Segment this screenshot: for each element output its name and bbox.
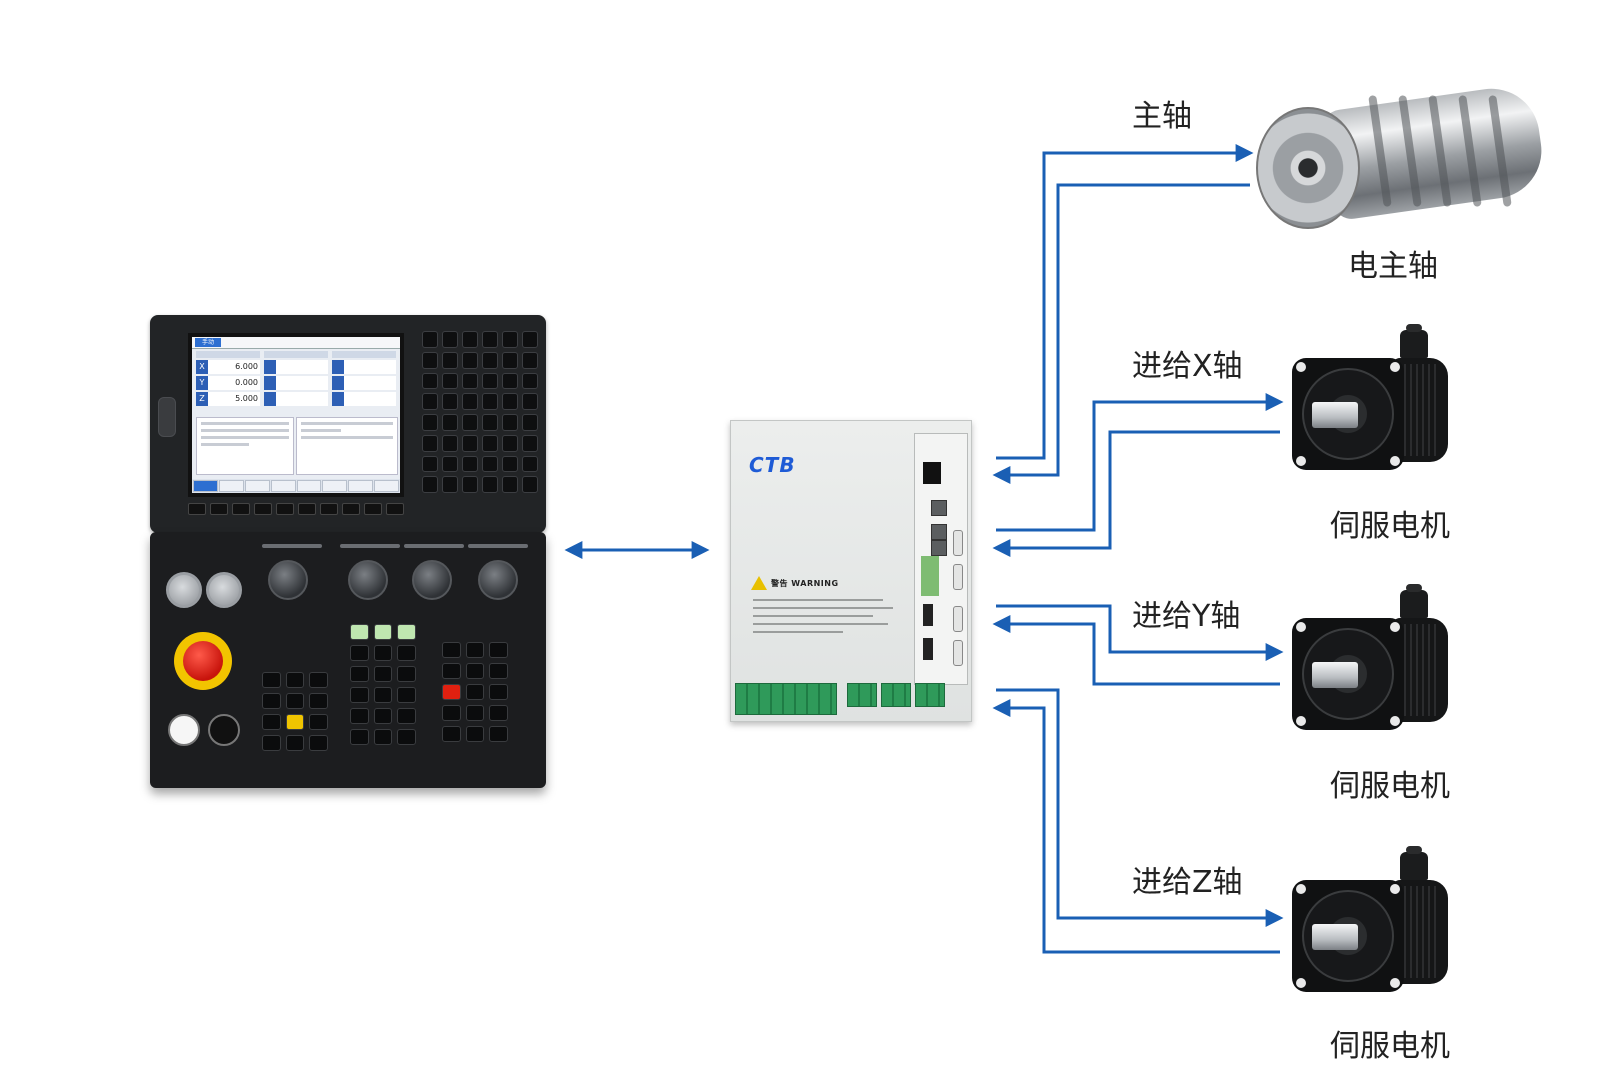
drive-status-display	[923, 462, 941, 484]
screen-softkeys	[192, 479, 400, 493]
warning-icon	[751, 576, 767, 590]
screen-mode: 手动	[195, 338, 221, 347]
label-servo-z: 伺服电机	[1330, 1029, 1450, 1064]
servo-motor-z-image	[1292, 846, 1462, 1002]
cnc-operator-panel	[150, 532, 546, 788]
z-wire-in	[992, 699, 1280, 954]
power-on-button	[166, 572, 202, 608]
panel-handle	[158, 397, 176, 437]
servo-motor-x-image	[1292, 324, 1462, 480]
axis-row-x: X 6.000	[196, 360, 260, 374]
ethernet-port	[931, 524, 947, 540]
label-servo-x: 伺服电机	[1330, 509, 1450, 544]
screen-axis-column-3	[332, 351, 396, 406]
y-wire-in	[992, 615, 1280, 686]
jog-keys	[262, 672, 328, 751]
label-servo-y: 伺服电机	[1330, 769, 1450, 804]
screen-axis-column: X 6.000 Y 0.000 Z 5.000	[196, 351, 260, 406]
rapid-override-knob	[412, 560, 452, 600]
axis-row-z: Z 5.000	[196, 392, 260, 406]
z-wire-out	[996, 688, 1284, 927]
status-panel	[296, 417, 398, 475]
function-keys-right	[442, 642, 508, 742]
label-spindle-axis: 主轴	[1132, 99, 1192, 134]
program-panel	[196, 417, 294, 475]
feedrate-override-knob	[348, 560, 388, 600]
emergency-stop-button	[174, 632, 232, 690]
cycle-stop-button	[208, 714, 240, 746]
signal-terminal	[921, 556, 939, 596]
label-feed-z: 进给Z轴	[1132, 865, 1243, 900]
axis-row-y: Y 0.000	[196, 376, 260, 390]
drive-io-panel	[914, 433, 968, 685]
ctb-servo-drive: CTB 警告 WARNING	[730, 420, 972, 722]
servo-motor-y-image	[1292, 584, 1462, 740]
x-wire-in	[992, 430, 1280, 557]
alphanumeric-keypad	[422, 331, 538, 493]
label-feed-y: 进给Y轴	[1132, 599, 1241, 634]
spindle-override-knob	[478, 560, 518, 600]
spindle-wire-in	[992, 183, 1250, 484]
drive-brand-logo: CTB	[749, 453, 796, 477]
terminal-block	[915, 683, 945, 707]
screen-axis-column-2	[264, 351, 328, 406]
power-terminal-block	[735, 683, 837, 715]
power-off-button	[206, 572, 242, 608]
screen-header: 手动	[192, 337, 400, 349]
y-wire-out	[996, 604, 1284, 661]
electric-spindle-image	[1256, 82, 1548, 235]
ethernet-port	[931, 500, 947, 516]
function-keys-left	[350, 624, 416, 745]
cnc-controller-display: 手动 X 6.000 Y 0.000 Z 5.000	[150, 315, 546, 533]
mode-knob	[268, 560, 308, 600]
x-wire-out	[996, 393, 1284, 532]
controller-screen: 手动 X 6.000 Y 0.000 Z 5.000	[188, 333, 404, 497]
drive-warning-label: 警告 WARNING	[771, 579, 839, 588]
label-electric-spindle: 电主轴	[1348, 249, 1438, 284]
terminal-block	[881, 683, 911, 707]
label-feed-x: 进给X轴	[1132, 349, 1243, 384]
spindle-wire-out	[996, 144, 1254, 460]
terminal-block	[847, 683, 877, 707]
ethernet-port	[931, 540, 947, 556]
cycle-start-button	[168, 714, 200, 746]
function-key-row	[188, 503, 404, 517]
